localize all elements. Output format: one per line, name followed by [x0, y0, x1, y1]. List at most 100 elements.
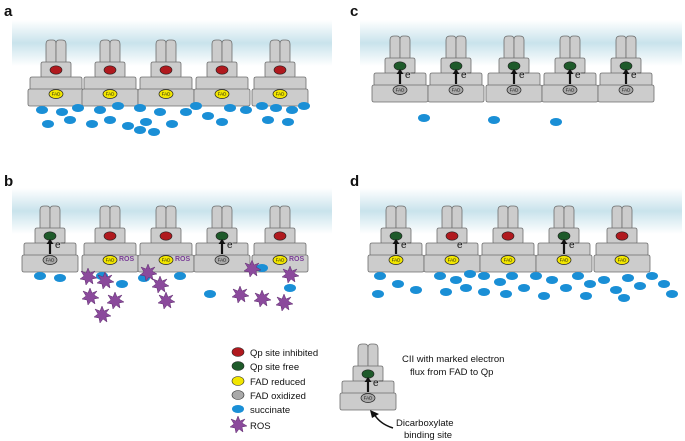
qp-free-marker — [449, 61, 463, 71]
fad-label: FAD — [162, 92, 172, 97]
fad-oxidized-marker — [506, 85, 522, 95]
fad-oxidized-marker — [562, 85, 578, 95]
qp-inhibited-marker — [215, 65, 229, 75]
fad-oxidized-marker — [214, 255, 230, 265]
fad-label: FAD — [106, 258, 116, 263]
complex-ii-d1: e⁻ FAD — [367, 205, 425, 273]
qp-inhibited-marker — [273, 65, 287, 75]
complex-ii-c5: e⁻ FAD — [597, 35, 655, 103]
fad-label: FAD — [52, 92, 62, 97]
ros-star — [93, 305, 112, 324]
fad-label: FAD — [364, 396, 374, 401]
fad-reduced-marker — [388, 255, 404, 265]
arrowhead-icon — [364, 377, 372, 382]
panel-label-d: d — [350, 173, 359, 190]
legend-item-fad-reduced: FAD reduced — [231, 376, 305, 388]
succinate-cluster-c — [418, 114, 562, 126]
complex-ii-b4: e⁻ FAD — [193, 205, 251, 273]
fad-oxidized-marker — [42, 255, 58, 265]
fad-reduced-marker — [614, 255, 630, 265]
complex-ii-a1: FAD — [27, 39, 85, 107]
legend-label: FAD reduced — [250, 377, 305, 388]
complex-ii-a5: FAD — [251, 39, 309, 107]
arrowhead-icon — [396, 69, 404, 74]
fad-label: FAD — [46, 258, 56, 263]
fad-reduced-marker — [158, 255, 174, 265]
legend-cii-example: e⁻ FAD — [339, 343, 397, 411]
complex-ii-b5: FAD ROS — [251, 205, 309, 273]
ros-cluster-b — [79, 259, 300, 324]
qp-inhibited-marker — [103, 65, 117, 75]
ros-star — [253, 289, 272, 308]
complex-ii-a3: FAD — [137, 39, 195, 107]
panel-d: e⁻ FAD e⁻ FAD FAD e⁻ FAD — [367, 205, 678, 302]
binding-site-pointer — [373, 413, 394, 429]
qp-free-marker — [619, 61, 633, 71]
qp-free-marker — [557, 231, 571, 241]
electron-label: e⁻ — [575, 70, 586, 81]
complex-ii-b1: e⁻ FAD — [21, 205, 79, 273]
qp-free-marker — [507, 61, 521, 71]
fad-reduced-marker — [102, 255, 118, 265]
qp-inhibited-marker — [49, 65, 63, 75]
binding-site-line2: binding site — [404, 430, 452, 441]
complex-ii-c2: e⁻ FAD — [427, 35, 485, 103]
qp-inhibited-marker — [445, 231, 459, 241]
succinate-swatch — [232, 405, 244, 413]
complex-ii-c4: e⁻ FAD — [541, 35, 599, 103]
fad-label: FAD — [566, 88, 576, 93]
panel-label-a: a — [4, 3, 13, 20]
fad-reduced-marker — [102, 89, 118, 99]
complex-ii-c1: e⁻ FAD — [371, 35, 429, 103]
fad-oxidized-swatch — [231, 390, 245, 400]
qp-free-swatch — [231, 361, 245, 371]
legend-item-qp-free: Qp site free — [231, 361, 299, 373]
panel-b: e⁻ FAD FAD ROS FAD ROS e⁻ FAD — [21, 205, 309, 324]
complex-ii-a2: FAD — [81, 39, 139, 107]
binding-site-line1: Dicarboxylate — [396, 418, 454, 429]
qp-free-marker — [393, 61, 407, 71]
ros-star — [106, 291, 125, 310]
ros-star — [81, 287, 100, 306]
arrowhead-icon — [452, 69, 460, 74]
fad-oxidized-marker — [618, 85, 634, 95]
electron-label: e⁻ — [401, 240, 412, 251]
electron-label: e⁻ — [373, 378, 384, 389]
complex-ii-d3: FAD — [479, 205, 537, 273]
legend: Qp site inhibited Qp site free FAD reduc… — [229, 343, 504, 441]
fad-label: FAD — [560, 258, 570, 263]
fad-reduced-marker — [158, 89, 174, 99]
complex-ii-b3: FAD ROS — [137, 205, 195, 273]
qp-free-marker — [361, 369, 375, 379]
electron-label: e⁻ — [227, 240, 238, 251]
ros-star — [275, 293, 294, 312]
arrowhead-icon — [566, 69, 574, 74]
legend-item-ros: ROS — [229, 415, 271, 434]
panel-a: FAD FAD FAD FAD FAD — [27, 39, 310, 136]
ros-star — [96, 271, 115, 290]
qp-free-marker — [563, 61, 577, 71]
qp-inhibited-marker — [273, 231, 287, 241]
electron-label: e⁻ — [519, 70, 530, 81]
qp-inhibited-marker — [103, 231, 117, 241]
fad-label: FAD — [218, 92, 228, 97]
ros-tag: ROS — [119, 256, 135, 263]
qp-inhibited-marker — [501, 231, 515, 241]
complex-ii-c3: e⁻ FAD — [485, 35, 543, 103]
ros-star — [243, 259, 262, 278]
fad-label: FAD — [392, 258, 402, 263]
arrowhead-icon — [392, 239, 400, 244]
qp-inhibited-swatch — [231, 347, 245, 357]
fad-label: FAD — [396, 88, 406, 93]
fad-reduced-marker — [272, 89, 288, 99]
panel-label-c: c — [350, 3, 358, 20]
ros-star-icon — [229, 415, 248, 434]
fad-label: FAD — [162, 258, 172, 263]
legend-label: succinate — [250, 405, 290, 416]
cii-caption-line1: CII with marked electron — [402, 354, 504, 365]
fad-reduced-marker — [272, 255, 288, 265]
electron-label: e⁻ — [631, 70, 642, 81]
fad-label: FAD — [622, 88, 632, 93]
fad-label: FAD — [618, 258, 628, 263]
electron-label: e⁻ — [55, 240, 66, 251]
